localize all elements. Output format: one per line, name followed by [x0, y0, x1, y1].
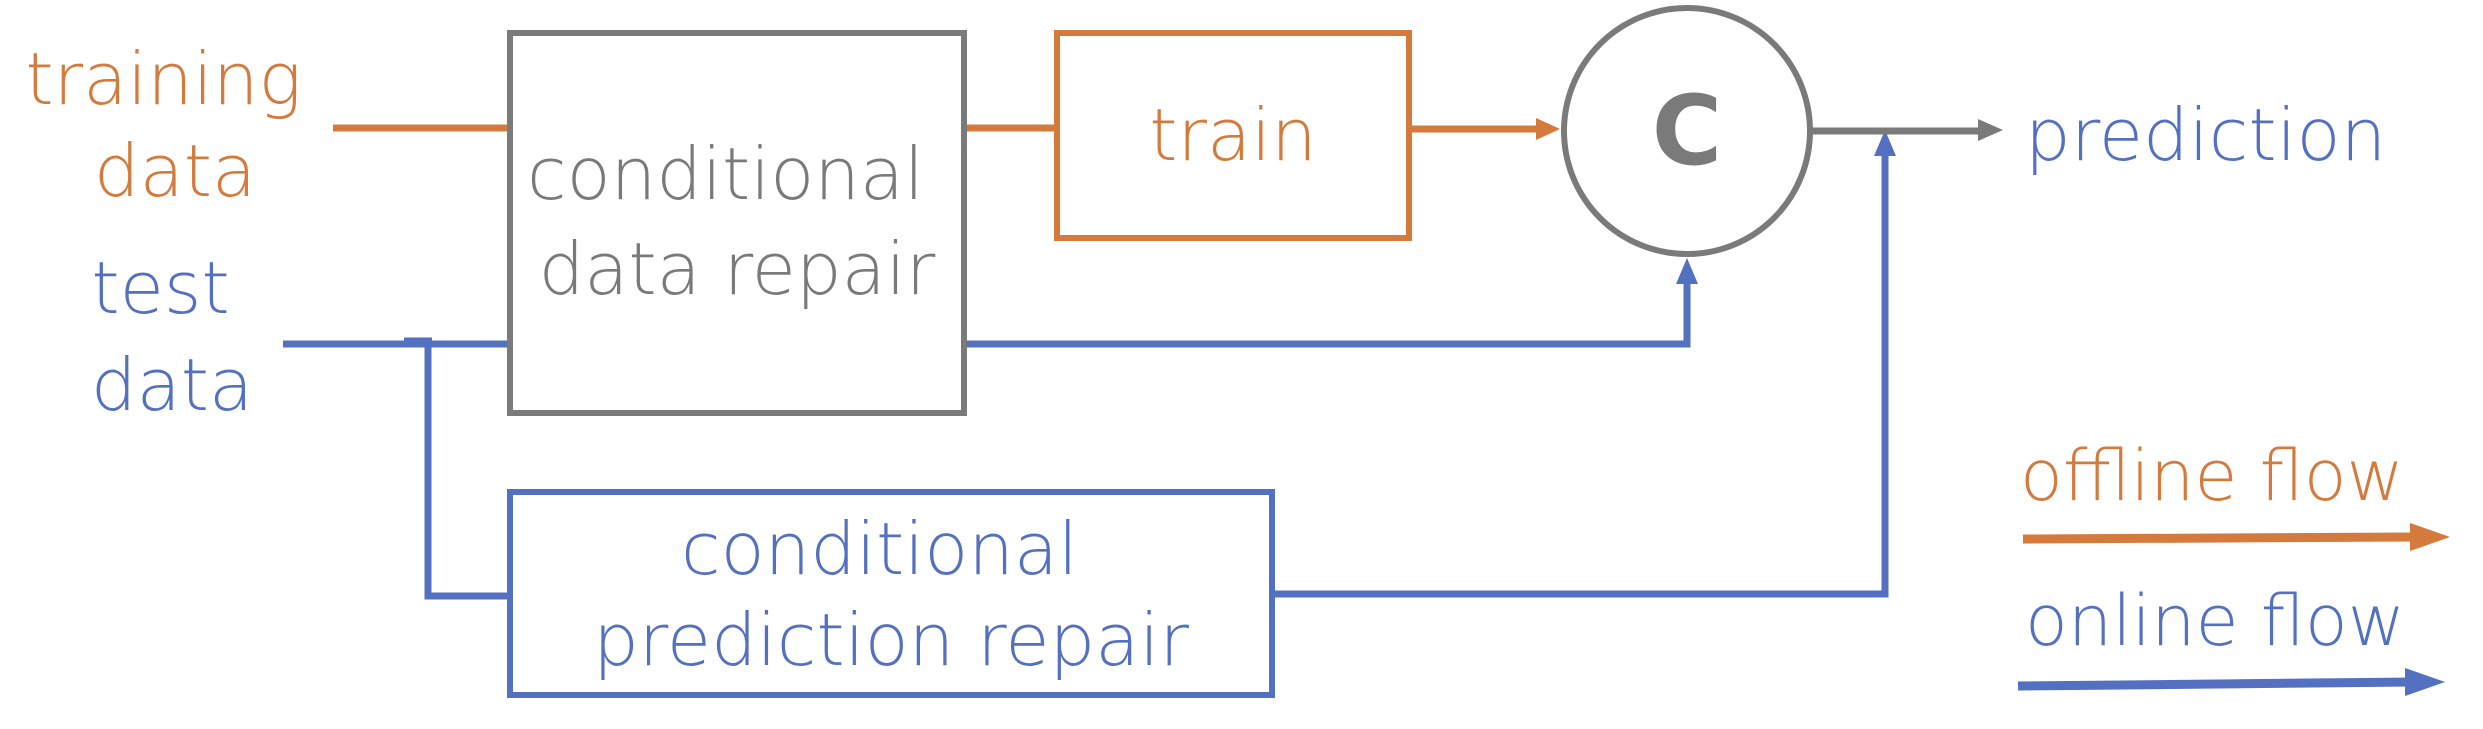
offline-wires — [333, 124, 1538, 133]
conditional-prediction-repair-label: conditional prediction repair — [593, 507, 1189, 682]
legend-offline-label: offline flow — [2020, 435, 2404, 517]
legend-online-arrowhead — [2405, 668, 2445, 696]
to-combiner-arrowhead — [1676, 258, 1698, 284]
conditional-prediction-repair-box — [507, 489, 1275, 698]
legend-offline-arrowhead — [2410, 523, 2450, 551]
prediction-repair-to-output-line — [1273, 145, 1889, 598]
prediction-label: prediction — [2025, 93, 2386, 177]
online-wires — [283, 145, 1889, 600]
legend: offline flow online flow — [2017, 435, 2450, 696]
train-to-combiner-arrowhead — [1536, 118, 1560, 140]
combiner-circle — [1561, 5, 1813, 257]
to-output-arrowhead — [1874, 130, 1896, 156]
train-box — [1054, 30, 1412, 241]
test-branch-line — [424, 344, 508, 600]
conditional-data-repair-label: conditional data repair — [527, 132, 947, 311]
combiner-output-arrowhead — [1978, 119, 2003, 141]
legend-online-label: online flow — [2025, 580, 2405, 662]
legend-online-line — [2017, 677, 2416, 691]
test-data-label: test data — [91, 246, 253, 427]
legend-offline-line — [2022, 532, 2421, 544]
train-label: train — [1149, 93, 1317, 177]
repair-to-combiner-line — [965, 275, 1691, 348]
combiner-label: C — [1652, 75, 1722, 187]
conditional-data-repair-box — [507, 30, 967, 416]
training-data-label: training data — [25, 37, 324, 213]
